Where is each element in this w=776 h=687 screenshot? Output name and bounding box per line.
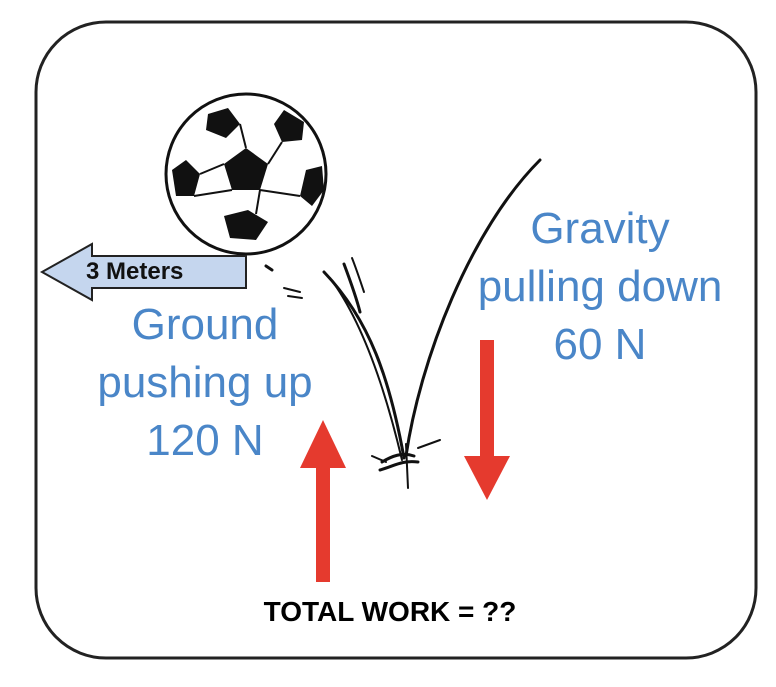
ground-force-label: Ground pushing up 120 N [70, 296, 340, 470]
distance-label: 3 Meters [86, 258, 184, 285]
gravity-force-value: 60 N [553, 320, 647, 369]
total-work-question: TOTAL WORK = ?? [263, 596, 517, 627]
bounce-motion-lines [264, 158, 542, 489]
ground-force-value: 120 N [146, 416, 264, 465]
gravity-force-line1: Gravity [530, 204, 670, 253]
soccer-ball-icon [164, 92, 328, 256]
ground-force-arrow [300, 420, 346, 582]
frame-border [34, 20, 758, 660]
gravity-force-line2: pulling down [477, 262, 723, 311]
gravity-force-label: Gravity pulling down 60 N [450, 200, 750, 374]
distance-arrow [39, 242, 247, 302]
gravity-force-arrow [464, 340, 510, 500]
ground-force-line1: Ground [131, 300, 279, 349]
ground-force-line2: pushing up [97, 358, 313, 407]
